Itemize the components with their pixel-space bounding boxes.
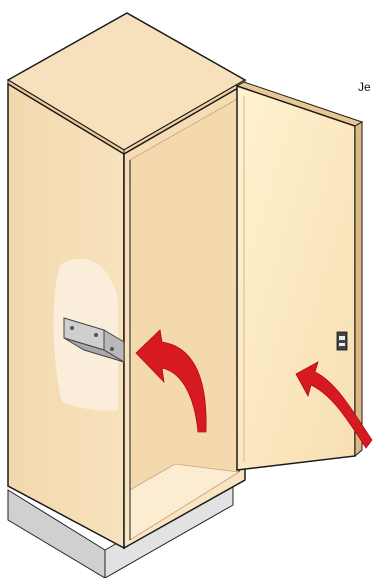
cabinet-interior	[124, 84, 245, 548]
left-side-panel	[8, 84, 124, 548]
lock-icon	[337, 332, 347, 350]
edge-label: Je	[358, 80, 371, 94]
